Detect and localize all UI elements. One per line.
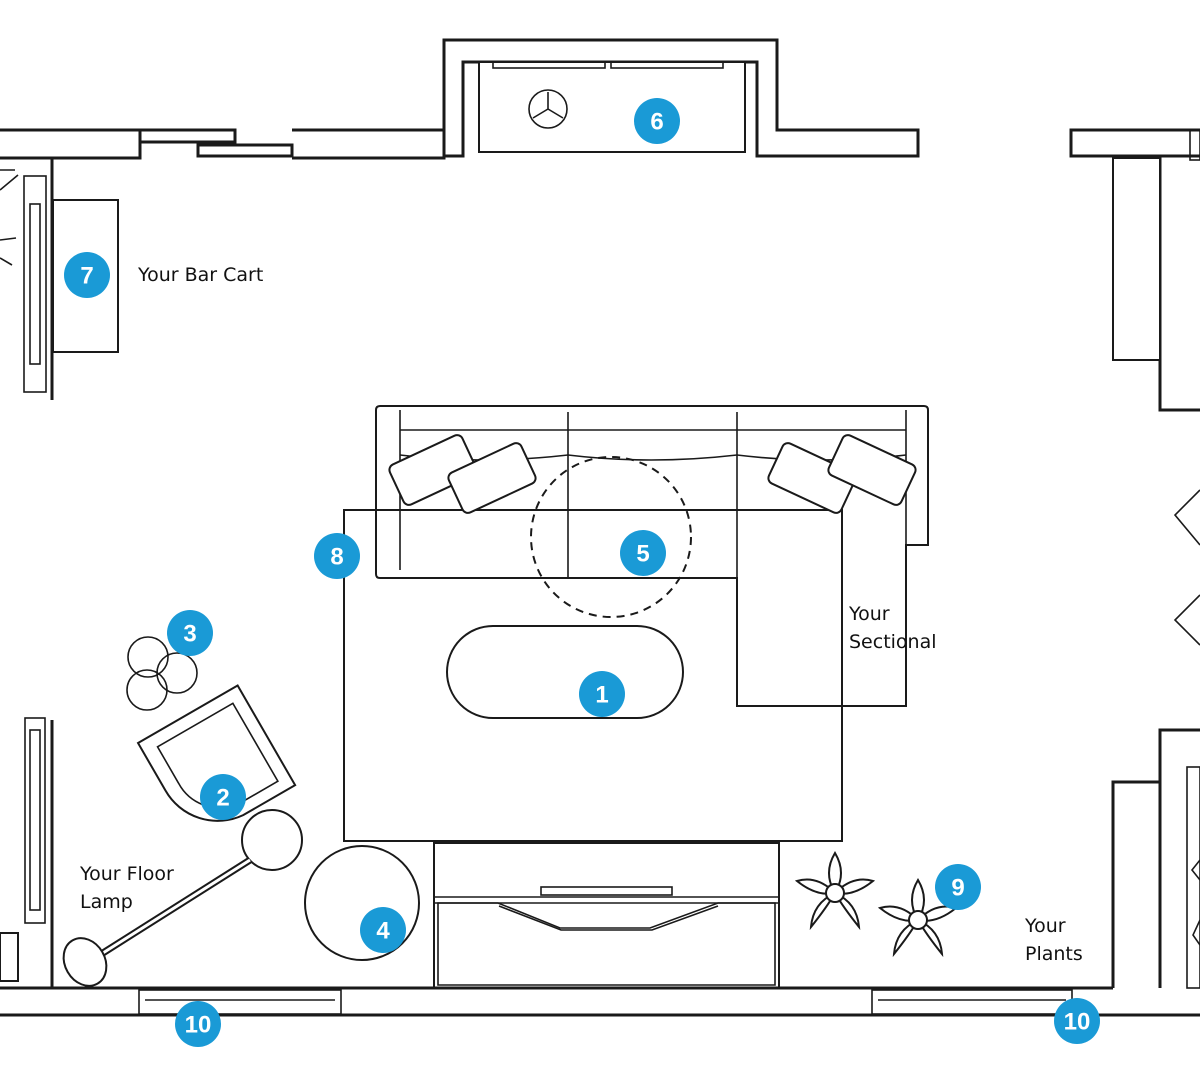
- walls: [0, 38, 1200, 1017]
- marker-6[interactable]: 6: [634, 98, 680, 144]
- marker-1[interactable]: 1: [579, 671, 625, 717]
- marker-10-right[interactable]: 10: [1054, 998, 1100, 1044]
- marker-3[interactable]: 3: [167, 610, 213, 656]
- ceiling-light: [530, 456, 692, 618]
- svg-text:3: 3: [183, 621, 196, 648]
- plants: [794, 851, 959, 958]
- right-side-cabinets: [1112, 129, 1200, 989]
- sectional-sofa: [375, 405, 929, 707]
- svg-text:10: 10: [1064, 1009, 1091, 1036]
- marker-5[interactable]: 5: [620, 530, 666, 576]
- sectional-label: Your Sectional: [849, 603, 937, 653]
- marker-2[interactable]: 2: [200, 774, 246, 820]
- marker-10-left[interactable]: 10: [175, 1001, 221, 1047]
- svg-text:1: 1: [595, 682, 608, 709]
- svg-text:4: 4: [376, 918, 390, 945]
- svg-text:6: 6: [650, 109, 663, 136]
- windows: [138, 989, 1073, 1015]
- marker-9[interactable]: 9: [935, 864, 981, 910]
- marker-4[interactable]: 4: [360, 907, 406, 953]
- coffee-table: [446, 625, 684, 719]
- fireplace: [478, 61, 746, 153]
- marker-7[interactable]: 7: [64, 252, 110, 298]
- media-console: [433, 842, 780, 989]
- plants-label: Your Plants: [1025, 915, 1083, 965]
- svg-text:10: 10: [185, 1012, 212, 1039]
- floor-lamp: [62, 809, 303, 987]
- floor-lamp-label: Your Floor Lamp: [80, 863, 174, 913]
- left-console: [0, 717, 46, 982]
- svg-text:7: 7: [80, 263, 93, 290]
- svg-text:5: 5: [636, 541, 649, 568]
- svg-text:8: 8: [330, 544, 343, 571]
- marker-8[interactable]: 8: [314, 533, 360, 579]
- svg-text:9: 9: [951, 875, 964, 902]
- nesting-tables: [126, 636, 198, 711]
- rug: [343, 509, 843, 842]
- bar-cart-label: Your Bar Cart: [138, 264, 264, 286]
- svg-text:2: 2: [216, 785, 229, 812]
